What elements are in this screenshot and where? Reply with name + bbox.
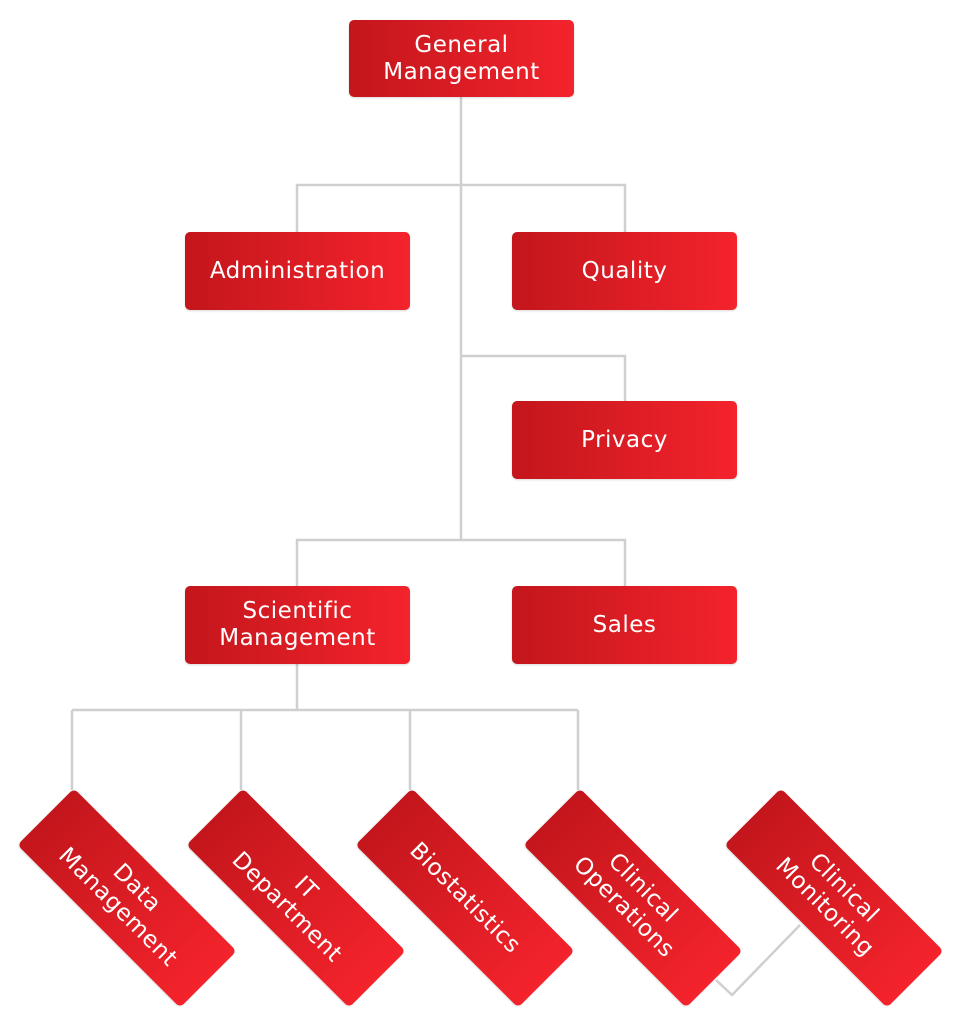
node-scientific-management: Scientific Management: [185, 586, 410, 664]
node-privacy: Privacy: [512, 401, 737, 479]
connector-admin-quality: [295, 183, 627, 232]
connector-scientific-sales: [295, 538, 627, 586]
connector-privacy: [461, 354, 627, 401]
node-administration: Administration: [185, 232, 410, 310]
node-general-management: General Management: [349, 20, 574, 97]
connector-clinical-monitoring: [715, 924, 801, 997]
node-sales: Sales: [512, 586, 737, 664]
node-quality: Quality: [512, 232, 737, 310]
